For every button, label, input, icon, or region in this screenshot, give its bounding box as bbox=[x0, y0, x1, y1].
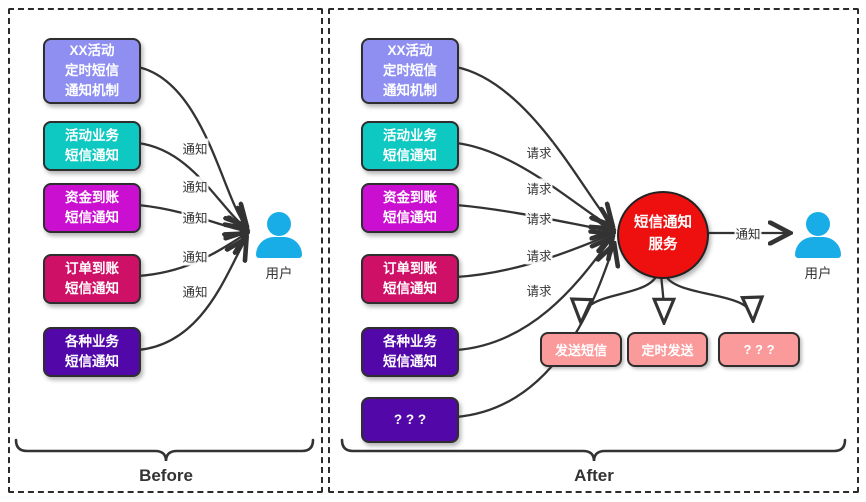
after-box-order-sms: 订单到账 短信通知 bbox=[361, 254, 459, 304]
before-box-funds-sms-label: 资金到账 短信通知 bbox=[65, 189, 119, 225]
before-box-misc-sms: 各种业务 短信通知 bbox=[43, 327, 141, 377]
after-edge-label-1: 请求 bbox=[525, 178, 553, 198]
before-edge-label-0: 通知 bbox=[181, 138, 209, 158]
after-panel bbox=[328, 8, 859, 493]
before-box-misc-sms-label: 各种业务 短信通知 bbox=[65, 333, 119, 369]
before-edge-label-3: 通知 bbox=[181, 246, 209, 266]
after-box-misc-sms: 各种业务 短信通知 bbox=[361, 327, 459, 377]
after-box-misc-sms-label: 各种业务 短信通知 bbox=[383, 333, 437, 369]
after-title: After bbox=[574, 466, 614, 485]
after-box-scheduled-sms-label: XX活动 定时短信 通知机制 bbox=[383, 42, 437, 99]
before-edge-label-4: 通知 bbox=[181, 281, 209, 301]
before-box-order-sms: 订单到账 短信通知 bbox=[43, 254, 141, 304]
before-panel bbox=[8, 8, 323, 493]
after-box-scheduled-sms: XX活动 定时短信 通知机制 bbox=[361, 38, 459, 104]
before-edge-label-2: 通知 bbox=[181, 207, 209, 227]
sms-service-node: 短信通知 服务 bbox=[617, 191, 709, 279]
after-box-unknown: ? ? ? bbox=[361, 397, 459, 443]
capability-unknown: ? ? ? bbox=[718, 332, 800, 367]
after-box-funds-sms-label: 资金到账 短信通知 bbox=[383, 189, 437, 225]
user-icon bbox=[267, 212, 291, 236]
capability-scheduled-send-label: 定时发送 bbox=[641, 343, 694, 358]
after-user-label: 用户 bbox=[804, 266, 832, 281]
before-box-order-sms-label: 订单到账 短信通知 bbox=[65, 260, 119, 296]
after-user: 用户 bbox=[794, 212, 842, 282]
before-user: 用户 bbox=[255, 212, 303, 282]
after-box-order-sms-label: 订单到账 短信通知 bbox=[383, 260, 437, 296]
after-box-unknown-label: ? ? ? bbox=[393, 411, 427, 427]
before-title: Before bbox=[139, 466, 193, 485]
capability-scheduled-send: 定时发送 bbox=[627, 332, 708, 367]
capability-send-sms-label: 发送短信 bbox=[554, 343, 607, 358]
capability-send-sms: 发送短信 bbox=[540, 332, 622, 367]
user-icon-body bbox=[795, 237, 841, 258]
after-edge-label-4: 请求 bbox=[525, 280, 553, 300]
before-user-label: 用户 bbox=[265, 266, 293, 281]
sms-service-label: 短信通知 服务 bbox=[634, 215, 692, 253]
user-icon bbox=[806, 212, 830, 236]
before-box-funds-sms: 资金到账 短信通知 bbox=[43, 183, 141, 233]
before-edge-label-1: 通知 bbox=[181, 176, 209, 196]
after-box-activity-sms-label: 活动业务 短信通知 bbox=[383, 127, 437, 163]
before-box-activity-sms: 活动业务 短信通知 bbox=[43, 121, 141, 171]
after-box-funds-sms: 资金到账 短信通知 bbox=[361, 183, 459, 233]
before-box-scheduled-sms: XX活动 定时短信 通知机制 bbox=[43, 38, 141, 104]
service-to-user-edge-label: 通知 bbox=[734, 223, 762, 243]
after-edge-label-2: 请求 bbox=[525, 208, 553, 228]
after-edge-label-3: 请求 bbox=[525, 245, 553, 265]
before-box-activity-sms-label: 活动业务 短信通知 bbox=[65, 127, 119, 163]
capability-unknown-label: ? ? ? bbox=[743, 342, 775, 357]
user-icon-body bbox=[256, 237, 302, 258]
after-edge-label-0: 请求 bbox=[525, 142, 553, 162]
before-box-scheduled-sms-label: XX活动 定时短信 通知机制 bbox=[65, 42, 119, 99]
after-box-activity-sms: 活动业务 短信通知 bbox=[361, 121, 459, 171]
